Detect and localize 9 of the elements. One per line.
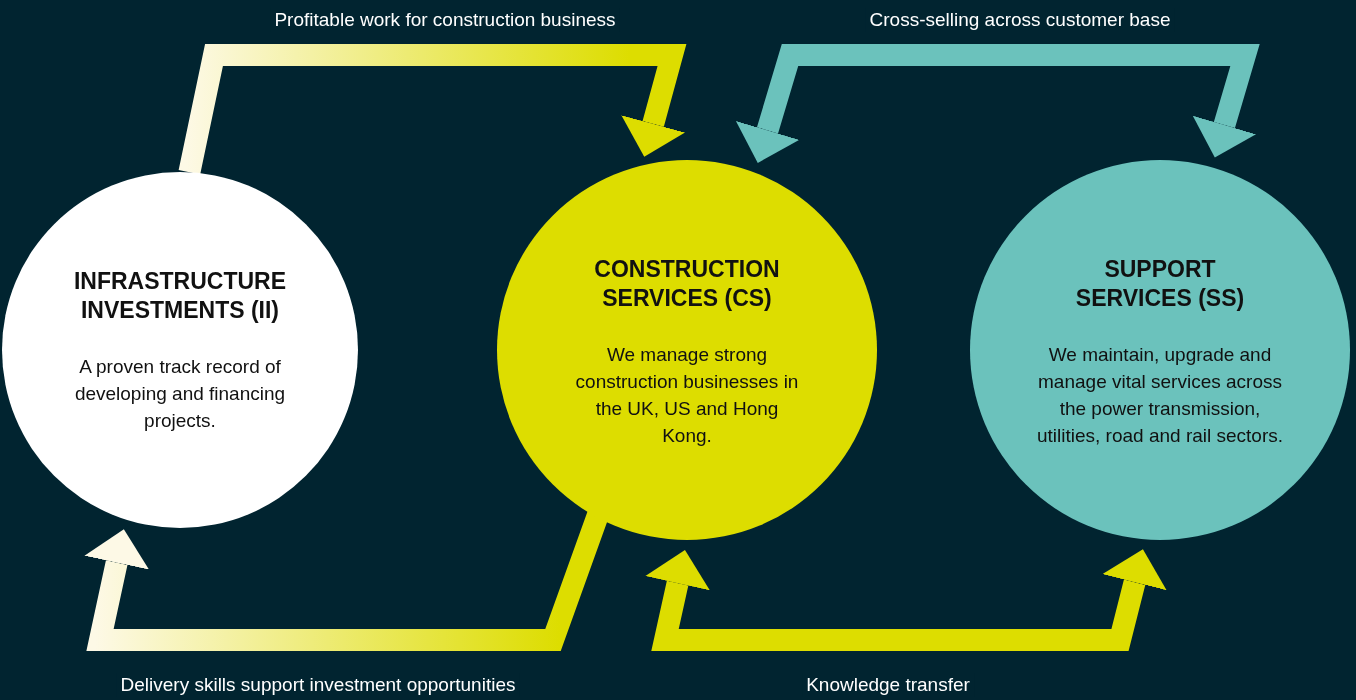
arrow [178,44,687,175]
node-heading: INFRASTRUCTURE INVESTMENTS (II) [72,267,288,325]
arrow [735,44,1260,163]
node-heading: SUPPORT SERVICES (SS) [1074,255,1246,313]
node-heading: CONSTRUCTION SERVICES (CS) [593,255,781,313]
arrow [645,549,1167,651]
node-description: A proven track record of developing and financing projects. [73,355,287,433]
node-description: We maintain, upgrade and manage vital services across the power transmission, utilities, road and rail sectors. [1035,343,1285,448]
node-description: We manage strong construction businesses in the UK, US and Hong Kong. [574,343,800,448]
